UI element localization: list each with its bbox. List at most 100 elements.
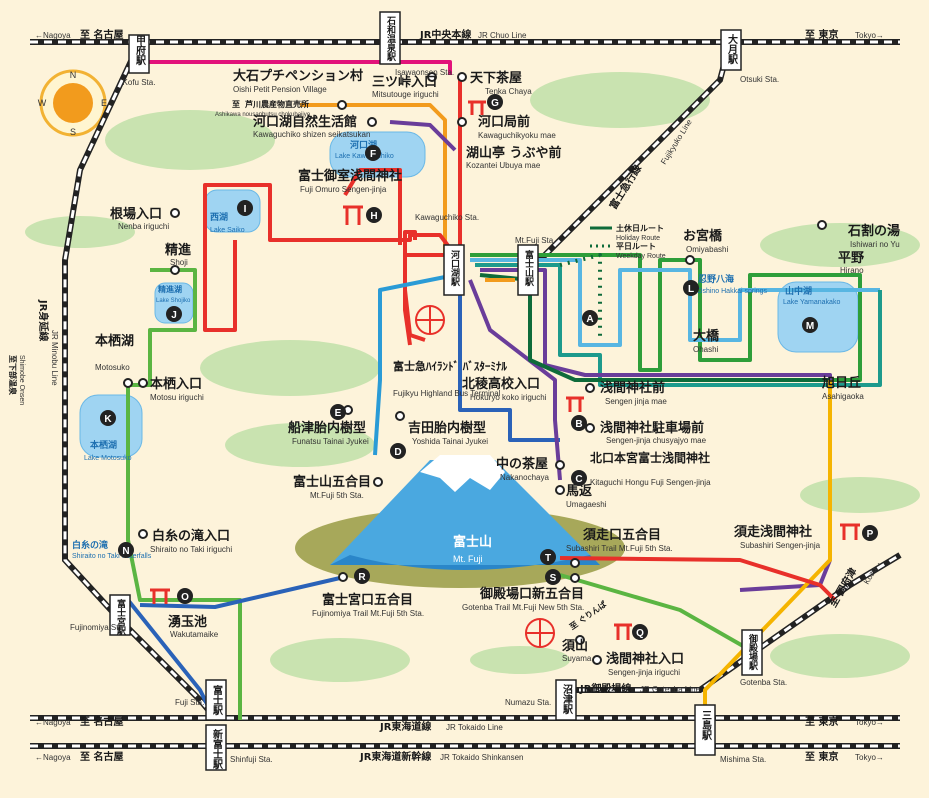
stop-shiraito-iri-en: Shiraito no Taki iriguchi [150, 545, 232, 554]
tokyo-jp-1: 至 東京 [805, 28, 838, 41]
shiraito-jp: 白糸の滝 [72, 539, 108, 551]
stop-kozantei-jp: 湖山亭 うぶや前 [466, 145, 562, 161]
stop-tenka-jp: 天下茶屋 [470, 70, 522, 86]
stop-funatsu-en: Funatsu Tainai Jyukei [292, 437, 369, 446]
gotemba-line-jp: JR御殿場線 [579, 682, 631, 695]
route-lightblue [470, 258, 880, 347]
stop-subashiri5-jp: 須走口五合目 [582, 527, 661, 543]
stop-kawaguchikyoku-en: Kawaguchikyoku mae [478, 131, 556, 140]
stop-ashikawa-jp: 芦川農産物直売所 [245, 99, 309, 109]
stop-ishiwari-en: Ishiwari no Yu [850, 240, 900, 249]
stop-shoji-jp: 精進 [165, 242, 191, 258]
isawa-jp: 石和温泉駅 [385, 16, 397, 62]
route-red-saiko [203, 183, 457, 332]
stop-nenba-en: Nenba iriguchi [118, 222, 169, 231]
tokyo-jp-2: 至 東京 [805, 715, 838, 728]
kozu-en: Kozu→ [862, 559, 883, 586]
stop-motosuko-en: Motosuko [95, 363, 130, 372]
stop-wakutama-jp: 湧玉池 [168, 614, 207, 630]
stop-funatsu-jp: 船津胎内樹型 [288, 420, 366, 436]
stop-circles [123, 72, 827, 665]
tokaido-line-en: JR Tokaido Line [446, 723, 503, 732]
compass-w: W [38, 98, 47, 108]
marker-s: S [550, 573, 557, 584]
gotenba-en: Gotenba Sta. [740, 678, 787, 687]
shimobe-jp: 至下部温泉 [8, 355, 18, 396]
chuo-line-en: JR Chuo Line [478, 31, 527, 40]
kozu-jp: 至 国府津 [826, 565, 859, 609]
lake-saiko-en: Lake Saiko [210, 227, 245, 234]
torii-icon [468, 100, 486, 115]
marker-i: I [244, 204, 247, 215]
stop-mitsutoge-en: Mitsutouge iriguchi [372, 90, 439, 99]
stop-nakanochaya-jp: 中の茶屋 [496, 456, 548, 472]
stop-ohashi-jp: 大橋 [693, 328, 720, 344]
oshino-en: Oshino Hakkai springs [697, 288, 768, 295]
kawaguchiko-en: Kawaguchiko Sta. [415, 213, 479, 222]
legend-holiday-en: Holiday Route [616, 235, 660, 242]
place-labels: 河口湖 Lake Kawaguchiko 西湖 Lake Saiko 精進湖 L… [72, 139, 840, 560]
shinkansen-en: JR Tokaido Shinkansen [440, 753, 523, 762]
stop-highland-en: Fujikyu Highland Bus Terminal [393, 389, 501, 398]
legend-holiday-jp: 土休日ルート [616, 223, 664, 233]
marker-r: R [358, 572, 366, 583]
lake-shoji-jp: 精進湖 [158, 284, 182, 294]
kawaguchiko-jp: 河口湖駅 [449, 249, 460, 287]
stop-subashiri-sh-jp: 須走浅間神社 [733, 524, 812, 540]
marker-l: L [688, 284, 694, 295]
minobu-line-en: JR Minobu Line [50, 330, 59, 386]
stop-fujinomiya5-jp: 富士宮口五合目 [322, 592, 413, 608]
route-purple-north [389, 120, 457, 152]
torii-icon [343, 205, 363, 225]
shimobe-en: Shimobe Onsen [18, 355, 25, 405]
legend-weekday-en: Weekday Route [616, 253, 666, 260]
mtfuji-en: Mt.Fuji Sta. [515, 236, 555, 245]
stop-omuro-en: Fuji Omuro Sengen-jinja [300, 185, 387, 194]
stop-highland-jp: 富士急ﾊｲﾗﾝﾄﾞ ﾊﾞｽﾀｰﾐﾅﾙ [393, 359, 507, 373]
tokyo-en-1: Tokyo→ [855, 31, 884, 40]
stop-sengen-mae-en: Sengen jinja mae [605, 397, 667, 406]
stop-umagaeshi-jp: 馬返 [566, 484, 592, 499]
stop-suyama-sh-jp: 浅間神社入口 [606, 651, 684, 667]
kofu-en: Kofu Sta. [123, 78, 156, 87]
nagoya-jp-3: 至 名古屋 [80, 750, 123, 763]
minobu-line-jp: JR身延線 [37, 299, 50, 341]
stop-nakanochaya-en: Nakanochaya [500, 473, 549, 482]
gotenba-jp: 御殿場駅 [747, 633, 759, 671]
fuji-jp: 富士駅 [211, 684, 224, 716]
nagoya-en-1: ←Nagoya [35, 31, 71, 40]
compass-e: E [101, 98, 107, 108]
torii-icons [150, 100, 860, 640]
numazu-station-box [555, 679, 577, 721]
tokyo-jp-3: 至 東京 [805, 750, 838, 763]
route-green-gotenba [559, 573, 751, 652]
stop-sengen-park-en: Sengen-jinja chusyajyo mae [606, 436, 707, 445]
route-sky-fuji5 [373, 273, 456, 456]
lake-motosu-en: Lake Motosuko [84, 455, 132, 462]
otsuki-en: Otsuki Sta. [740, 75, 779, 84]
stop-omiyabashi-en: Omiyabashi [686, 245, 728, 254]
stop-shoji-en: Shoji [170, 258, 188, 267]
letter-markers: A B C D E F G H I J K L M N O P Q R S T [100, 94, 878, 640]
chuo-line-jp: JR中央本線 [419, 28, 471, 41]
stop-yoshida-t-jp: 吉田胎内樹型 [408, 420, 486, 436]
stop-gotenba5-jp: 御殿場口新五合目 [479, 586, 584, 602]
marker-g: G [491, 98, 499, 109]
stop-hokuryo-en: Hokuryo koko iriguchi [470, 393, 547, 402]
marker-m: M [806, 321, 814, 332]
stop-suyama-jp: 須山 [561, 638, 588, 654]
stop-oishi-jp: 大石プチペンション村 [233, 68, 363, 84]
stop-yoshida-t-en: Yoshida Tainai Jyukei [412, 437, 488, 446]
isawa-en: Isawaonsen Sta. [395, 68, 454, 77]
marker-k: K [104, 414, 112, 425]
stop-sengen-mae-jp: 浅間神社前 [600, 380, 665, 396]
stop-asahigaoka-en: Asahigaoka [822, 392, 864, 401]
numazu-en: Numazu Sta. [505, 698, 551, 707]
lake-yamanaka-jp: 山中湖 [785, 285, 812, 297]
kofu-station-box [128, 34, 150, 74]
fuji-en: Fuji Sta. [175, 698, 204, 707]
stop-nenba-jp: 根場入口 [110, 206, 162, 222]
stop-ashikawa-prefix: 至 [232, 100, 240, 109]
stop-fuji5-jp: 富士山五合目 [293, 474, 371, 490]
